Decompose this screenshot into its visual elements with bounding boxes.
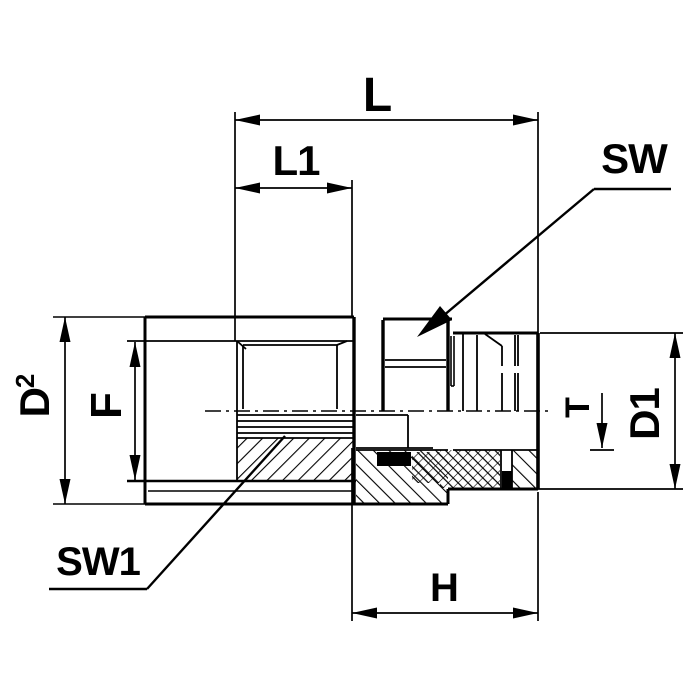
dimension-L1 bbox=[235, 180, 353, 317]
dimension-H bbox=[351, 448, 539, 621]
dim-label-L: L bbox=[362, 69, 392, 122]
dim-label-D2-sup: 2 bbox=[10, 374, 40, 389]
dimension-F bbox=[129, 342, 141, 480]
dimension-L bbox=[234, 112, 539, 341]
dim-label-D1: D1 bbox=[621, 388, 668, 440]
dim-label-D2-base: D bbox=[11, 388, 58, 418]
leader-SW1 bbox=[49, 435, 286, 591]
dim-label-F: F bbox=[82, 393, 131, 419]
sleeve-section-hatch bbox=[237, 438, 354, 481]
dim-label-T: T bbox=[559, 398, 597, 418]
dimension-D2 bbox=[59, 317, 71, 504]
dimension-T bbox=[590, 393, 614, 451]
dim-label-L1: L1 bbox=[272, 137, 320, 184]
dim-label-D2: D2 bbox=[10, 374, 58, 418]
dimension-D1 bbox=[533, 332, 683, 490]
dim-label-H: H bbox=[430, 566, 459, 610]
socket-section-hatch bbox=[356, 450, 537, 503]
leader-SW bbox=[417, 187, 671, 337]
seal-rings bbox=[377, 452, 512, 488]
hex-section bbox=[381, 317, 455, 411]
dim-label-SW1: SW1 bbox=[56, 540, 141, 584]
dim-label-SW: SW bbox=[601, 135, 668, 182]
